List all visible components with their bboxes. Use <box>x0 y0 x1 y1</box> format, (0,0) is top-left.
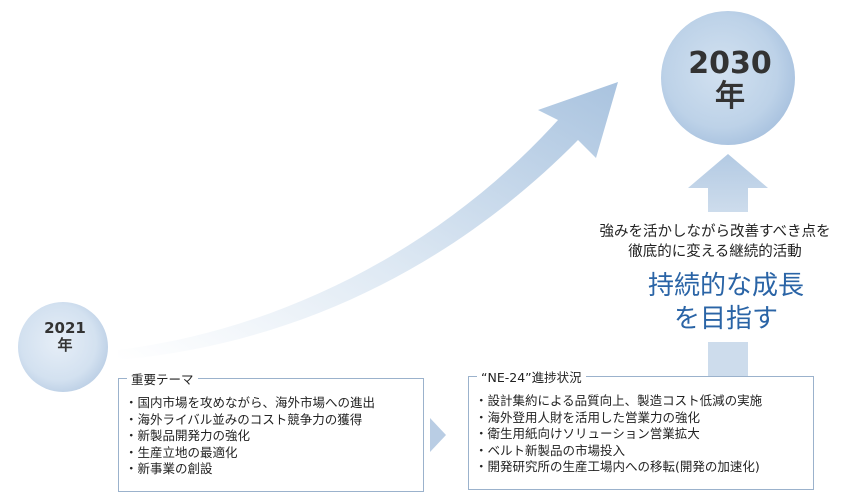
subtitle-line-2: 徹底的に変える継続的活動 <box>628 244 802 261</box>
key-themes-box: 重要テーマ 国内市場を攻めながら、海外市場への進出 海外ライバル並みのコスト競争… <box>118 369 424 492</box>
goal-year: 2030 <box>688 46 772 81</box>
growth-curve-arrow <box>118 82 618 360</box>
progress-item: 海外登用人財を活用した営業力の強化 <box>475 410 813 427</box>
progress-item: 衛生用紙向けソリューション営業拡大 <box>475 426 813 443</box>
key-theme-item: 新製品開発力の強化 <box>125 428 423 445</box>
upward-arrow-head <box>688 154 768 212</box>
goal-year-label: 2030 年 <box>660 47 800 113</box>
progress-status-list: 設計集約による品質向上、製造コスト低減の実施 海外登用人財を活用した営業力の強化… <box>469 377 813 476</box>
goal-year-suffix: 年 <box>715 79 745 114</box>
key-theme-item: 海外ライバル並みのコスト競争力の獲得 <box>125 412 423 429</box>
progress-status-title: “NE-24”進捗状況 <box>477 367 586 386</box>
headline-line-2: を目指す <box>673 304 778 335</box>
start-year-suffix: 年 <box>57 336 73 355</box>
key-theme-item: 国内市場を攻めながら、海外市場への進出 <box>125 395 423 412</box>
progress-item: 開発研究所の生産工場内への移転(開発の加速化) <box>475 459 813 476</box>
progress-item: ベルト新製品の市場投入 <box>475 443 813 460</box>
subtitle-line-1: 強みを活かしながら改善すべき点を <box>599 224 831 240</box>
headline-line-1: 持続的な成長 <box>647 271 804 301</box>
key-themes-title: 重要テーマ <box>127 369 198 388</box>
start-year: 2021 <box>44 319 86 337</box>
key-theme-item: 生産立地の最適化 <box>125 445 423 462</box>
progress-item: 設計集約による品質向上、製造コスト低減の実施 <box>475 393 813 410</box>
start-year-label: 2021 年 <box>22 319 108 355</box>
key-themes-list: 国内市場を攻めながら、海外市場への進出 海外ライバル並みのコスト競争力の獲得 新… <box>119 379 423 478</box>
activity-description: 強みを活かしながら改善すべき点を 徹底的に変える継続的活動 <box>572 222 858 263</box>
progress-status-box: “NE-24”進捗状況 設計集約による品質向上、製造コスト低減の実施 海外登用人… <box>468 367 814 490</box>
upward-arrow-stem <box>708 342 748 376</box>
key-theme-item: 新事業の創設 <box>125 461 423 478</box>
next-chevron-icon <box>430 418 446 452</box>
growth-headline: 持続的な成長 を目指す <box>608 270 844 337</box>
